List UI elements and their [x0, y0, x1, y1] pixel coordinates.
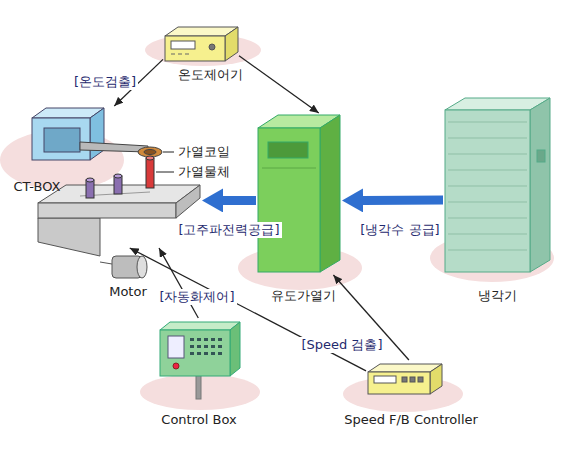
- device-label: 유도가열기: [271, 288, 336, 304]
- device-label: Speed F/B Controller: [344, 412, 478, 428]
- edge-label: [자동화제어]: [157, 289, 236, 305]
- device-label: 온도제어기: [178, 67, 243, 83]
- control-box: [160, 322, 240, 399]
- motor: [100, 256, 147, 278]
- supply-arrow: [223, 196, 256, 205]
- device-node: 냉각기: [443, 98, 553, 274]
- device-label: Motor: [109, 284, 147, 300]
- device-label: Control Box: [161, 412, 236, 428]
- edge-label: [고주파전력공급]: [176, 222, 281, 238]
- edge-label: [냉각수 공급]: [358, 222, 441, 238]
- device-node: 온도제어기: [163, 27, 239, 63]
- device-label: CT-BOX: [13, 179, 60, 195]
- conveyor: [38, 185, 200, 256]
- heating-coil: [80, 142, 162, 157]
- edge-label: [온도검출]: [72, 74, 138, 90]
- part-label: 가열코일: [178, 144, 230, 160]
- signal-arrow: [159, 248, 198, 318]
- device-node: 유도가열기: [256, 113, 342, 275]
- speed-controller: [368, 364, 442, 394]
- induction-heater: [258, 115, 340, 272]
- supply-arrow: [363, 196, 443, 205]
- signal-arrow: [239, 56, 319, 113]
- shadow-ellipses: [0, 34, 554, 412]
- device-label: 냉각기: [478, 288, 517, 304]
- edge-label: [Speed 검출]: [299, 337, 384, 353]
- ct-box: [32, 108, 104, 160]
- device-node: Speed F/B Controller: [366, 360, 444, 396]
- chiller: [445, 98, 550, 272]
- part-label: 가열물체: [178, 164, 230, 180]
- device-node: Control Box: [158, 318, 242, 400]
- temperature-controller: [165, 27, 238, 61]
- work-pieces: [86, 156, 154, 198]
- leader-lines: [156, 152, 174, 172]
- device-node: Motor: [106, 252, 148, 280]
